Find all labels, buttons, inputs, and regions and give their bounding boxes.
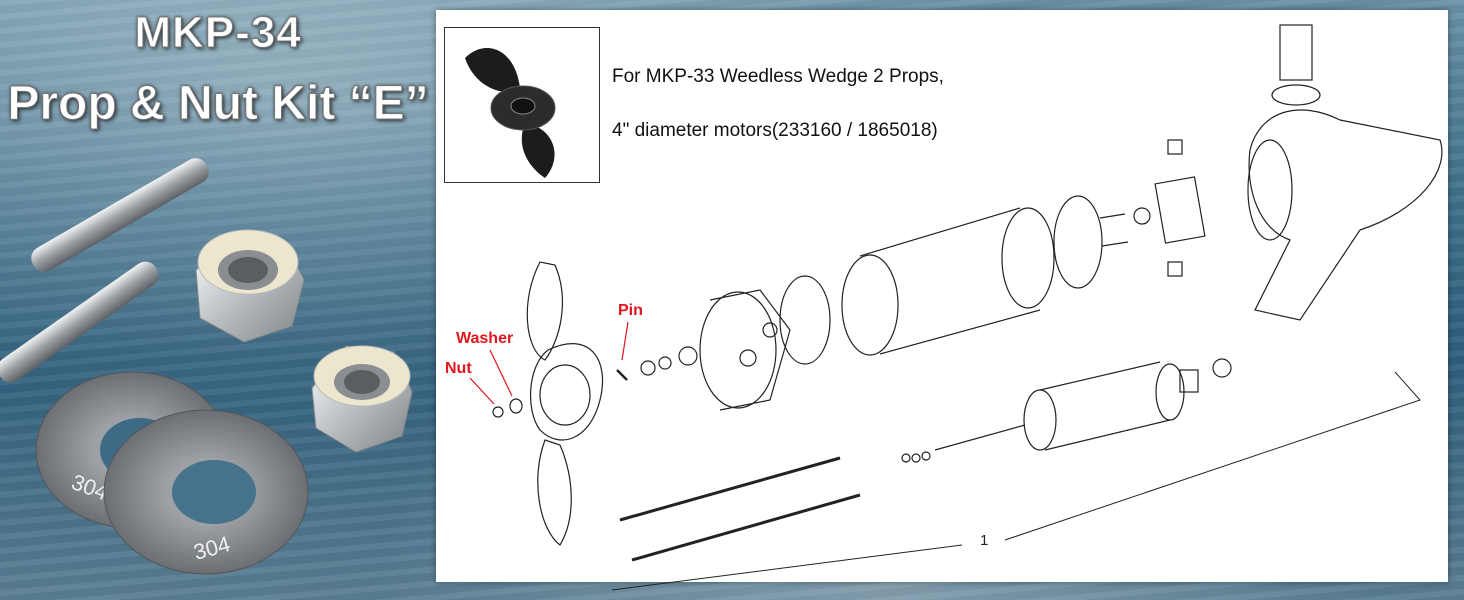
nut-drawing (492, 406, 504, 418)
pin-callout: Pin (618, 302, 643, 319)
compatibility-line-1: For MKP-33 Weedless Wedge 2 Props, (612, 66, 944, 87)
diagram-panel (436, 10, 1448, 582)
pin-1 (31, 158, 209, 272)
through-bolt-1 (619, 456, 841, 522)
pin-drawing (616, 369, 628, 381)
propeller-drawing (526, 261, 604, 546)
nut-1 (195, 229, 305, 343)
through-bolt-2 (631, 493, 861, 562)
o-ring-drawing (779, 275, 831, 365)
washer-drawing (509, 398, 523, 414)
nut-2 (311, 345, 413, 453)
o-ring-2-drawing (1053, 195, 1103, 289)
compatibility-line-2: 4" diameter motors(233160 / 1865018) (612, 120, 938, 141)
end-cap-drawing (699, 289, 791, 411)
product-name-title: Prop & Nut Kit “E” (7, 77, 429, 131)
brush-plate-drawing (1099, 139, 1206, 277)
nut-callout: Nut (445, 360, 472, 377)
hardware-photo: 304 304 (0, 158, 413, 575)
washer-2: 304 (103, 409, 309, 575)
motor-housing-drawing (841, 207, 1055, 356)
propeller-icon (465, 48, 556, 178)
armature-drawing (934, 358, 1232, 451)
part-number-label: 1 (980, 532, 989, 549)
product-code-title: MKP-34 (134, 8, 302, 58)
propeller-thumbnail (444, 27, 600, 183)
washer-callout: Washer (456, 330, 514, 347)
lower-unit-drawing (1247, 24, 1443, 321)
pin-2 (0, 261, 159, 383)
